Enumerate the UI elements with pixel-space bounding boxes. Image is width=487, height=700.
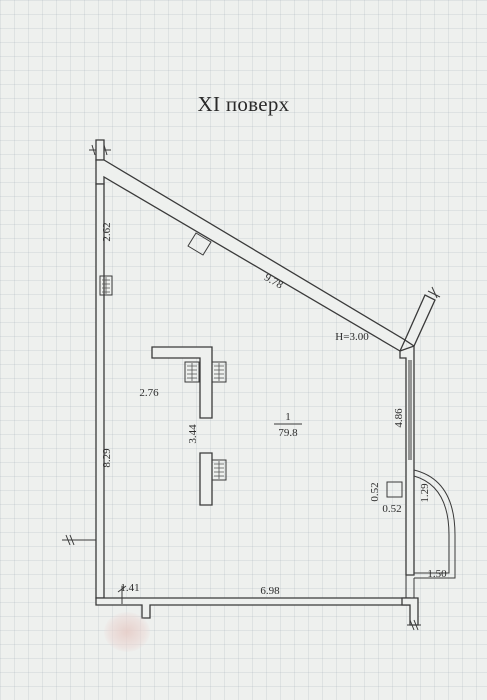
left-wall-break-top <box>89 144 111 156</box>
dim-bottom-right-offset: 1.50 <box>427 568 447 580</box>
left-wall <box>95 183 105 599</box>
left-wall-upper <box>95 139 105 161</box>
bottom-break <box>407 619 421 631</box>
right-wall <box>399 345 415 576</box>
right-wall-stub <box>404 294 436 347</box>
dim-top-left-wall: 2.62 <box>101 222 113 241</box>
shaft-grille-a <box>184 361 200 383</box>
vent-box <box>187 232 212 256</box>
partition-upper <box>151 346 213 419</box>
dim-tick-bottom-left <box>117 585 127 604</box>
left-vent-hatch <box>102 277 110 294</box>
shaft-grille-c-hatch <box>214 461 224 479</box>
dim-left-wall: 8.29 <box>101 448 113 468</box>
diagonal-wall <box>95 159 406 352</box>
right-wall-break <box>427 286 441 299</box>
plan-title: XI поверх <box>197 92 290 116</box>
balcony-outline <box>413 469 456 579</box>
shaft-grille-c <box>211 459 227 481</box>
bottom-right-corner <box>405 575 415 598</box>
partition-lower <box>199 452 213 506</box>
shaft-grille-b <box>211 361 227 383</box>
dim-partition-height: 3.44 <box>187 424 199 444</box>
column <box>386 481 403 498</box>
ceiling-height: H=3.00 <box>335 331 369 343</box>
bottom-wall <box>95 597 411 619</box>
left-wall-break-mid <box>62 534 96 546</box>
dim-bottom-wall: 6.98 <box>260 585 280 597</box>
dim-bottom-left-offset: 1.41 <box>120 582 139 594</box>
dim-right-wall: 4.86 <box>393 408 405 428</box>
balcony-inner <box>413 475 450 574</box>
left-vent-grille <box>99 275 113 296</box>
dim-column-a: 0.52 <box>369 482 381 501</box>
dim-column-b: 0.52 <box>382 503 401 515</box>
shaft-grille-a-hatch <box>187 363 197 381</box>
dim-partition-width: 2.76 <box>139 387 159 399</box>
room-area: 79.8 <box>278 427 298 439</box>
paper-smudge <box>104 612 150 652</box>
right-window <box>408 360 412 460</box>
dim-balcony: 1.29 <box>419 483 431 503</box>
room-number: 1 <box>285 411 291 423</box>
shaft-grille-b-hatch <box>214 363 224 381</box>
